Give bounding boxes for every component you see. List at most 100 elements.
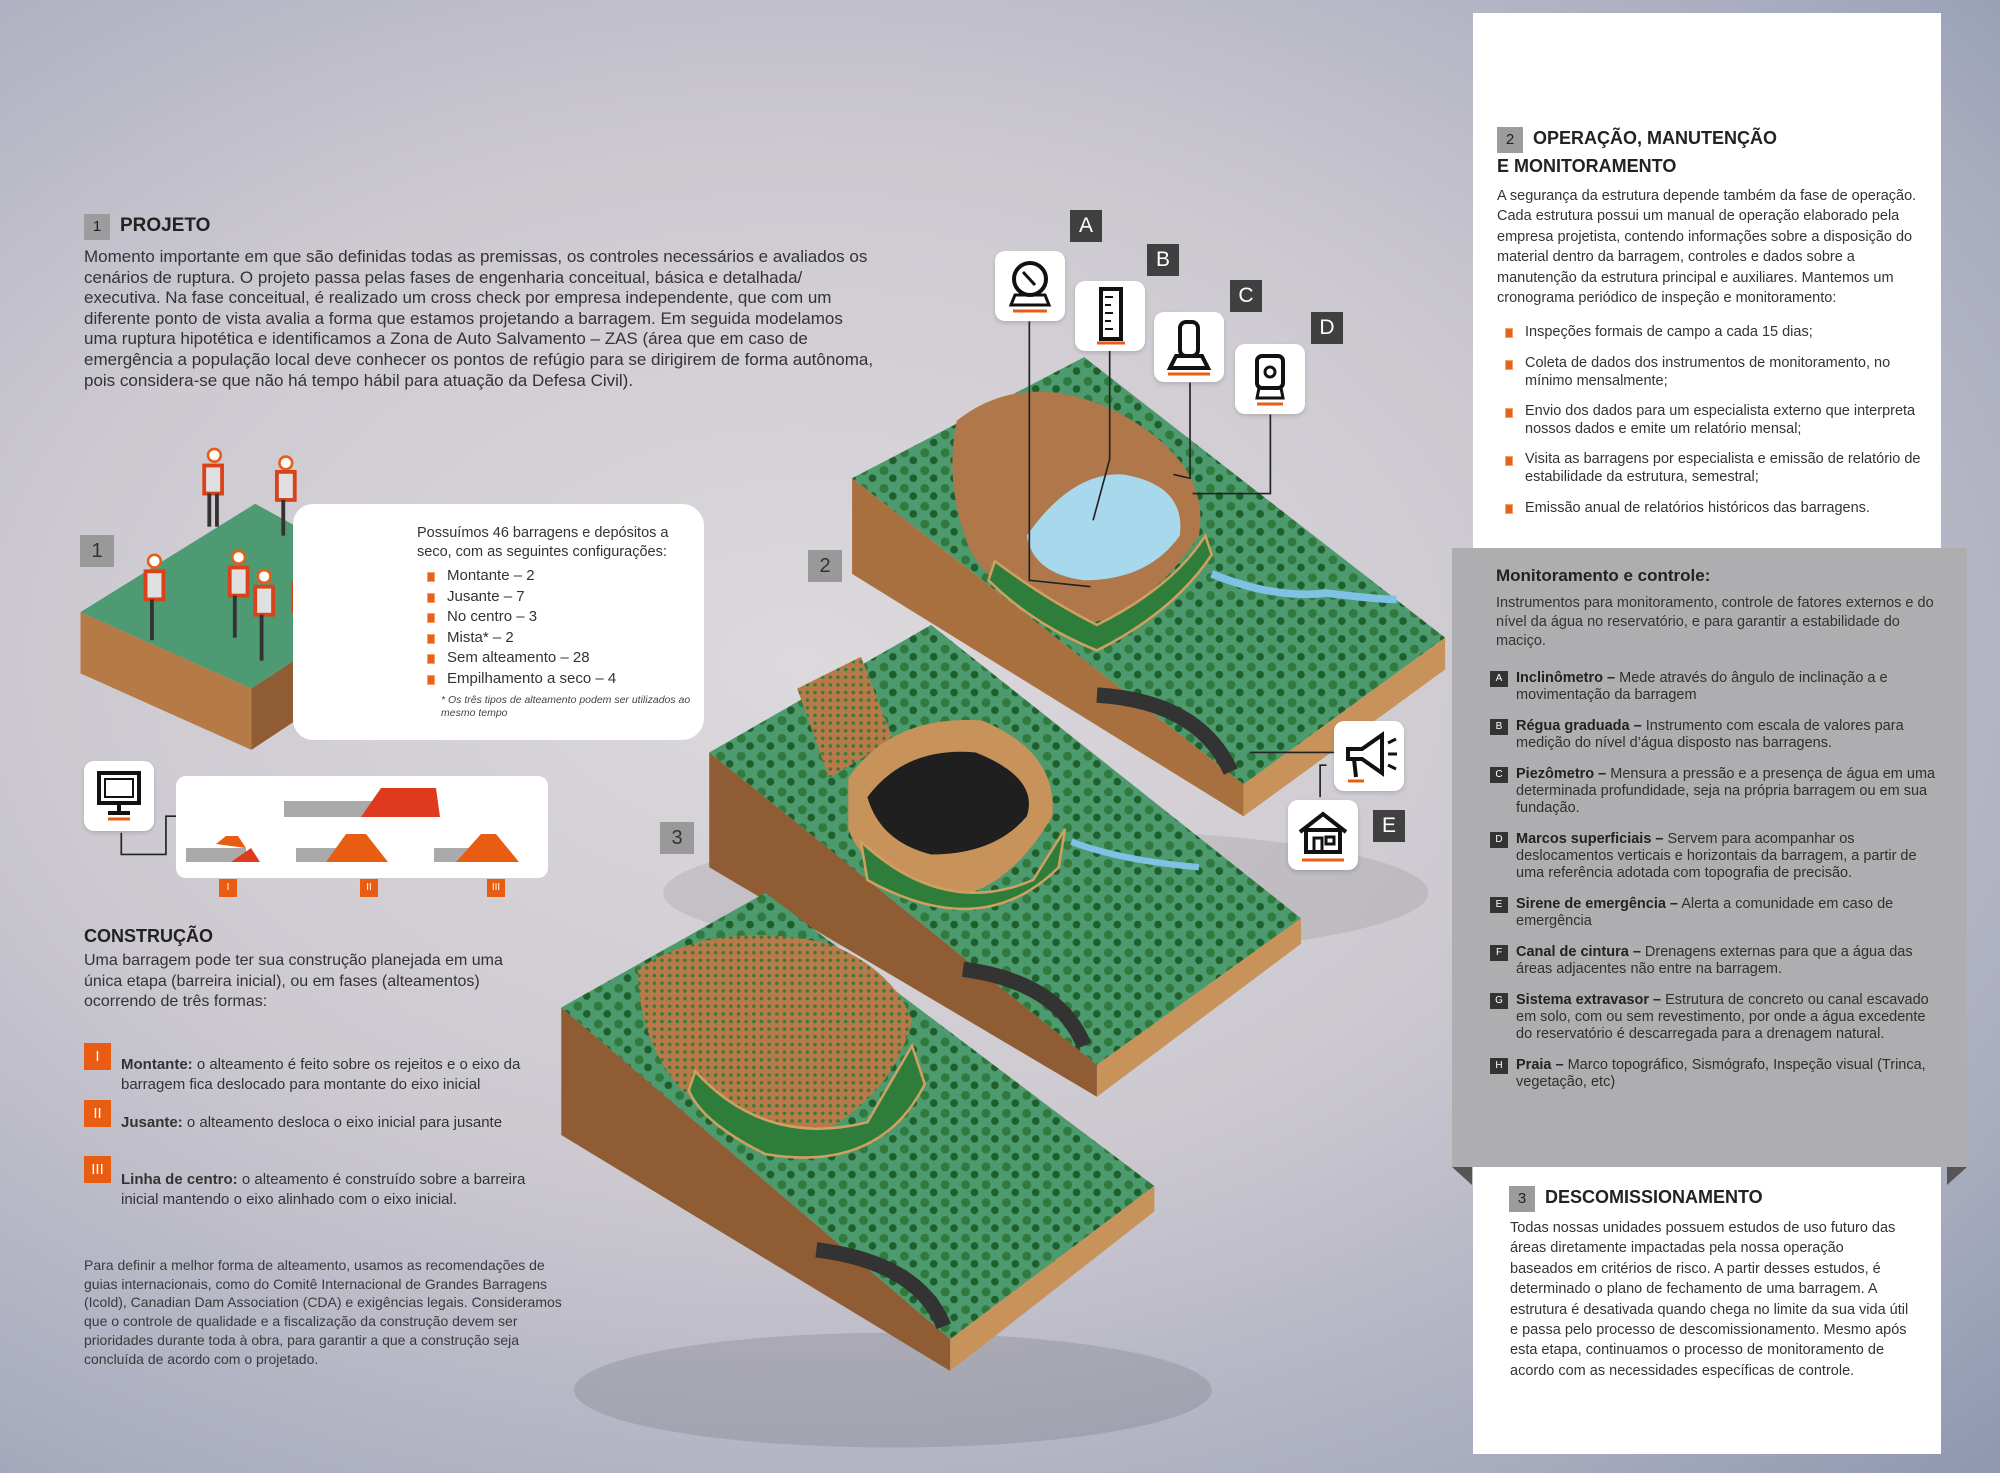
ruler-gauge-icon xyxy=(1075,281,1145,351)
construction-title: CONSTRUÇÃO xyxy=(84,926,213,946)
list-item: Empilhamento a seco – 4 xyxy=(419,669,616,690)
cross-section-label-ii: II xyxy=(360,879,378,897)
decommissioning-terrain-block xyxy=(561,892,1155,1371)
cross-section-card xyxy=(176,776,548,878)
section-operacao-body: A segurança da estrutura depende também … xyxy=(1497,188,1917,307)
computer-icon xyxy=(84,761,154,831)
instrument-item-e: E Sirene de emergência – Alerta a comunid… xyxy=(1490,896,1945,930)
list-item: Envio dos dados para um especialista ext… xyxy=(1497,402,1927,438)
list-item: Montante – 2 xyxy=(419,566,616,587)
method-name: Linha de centro: xyxy=(121,1171,238,1188)
instrument-name: Piezômetro – xyxy=(1516,766,1607,782)
stage-label-1: 1 xyxy=(80,535,114,567)
instrument-desc: Mensura a pressão e a presença de água e… xyxy=(1516,766,1936,816)
instrument-label-b: B xyxy=(1147,244,1179,276)
letter-badge: F xyxy=(1490,945,1508,961)
instrument-label-e: E xyxy=(1373,810,1405,842)
method-numeral-ii: II xyxy=(84,1100,111,1127)
instrument-desc: Alerta a comunidade em caso de emergênci… xyxy=(1516,896,1894,929)
instrument-name: Sistema extravasor – xyxy=(1516,992,1662,1008)
section-title-line2: E MONITORAMENTO xyxy=(1497,156,1677,176)
instrument-name: Canal de cintura – xyxy=(1516,944,1641,960)
section-number-badge: 1 xyxy=(84,214,110,240)
monitoring-panel: Monitoramento e controle: Instrumentos p… xyxy=(1452,548,1967,1167)
section-title: DESCOMISSIONAMENTO xyxy=(1545,1187,1763,1208)
method-jusante: Jusante: o alteamento desloca o eixo ini… xyxy=(121,1113,551,1133)
cross-section-label-iii: III xyxy=(487,879,505,897)
letter-badge: D xyxy=(1490,832,1508,848)
section-projeto-heading: 1 PROJETO xyxy=(84,214,210,240)
method-text: o alteamento desloca o eixo inicial para… xyxy=(182,1114,503,1131)
section-number-badge: 2 xyxy=(1497,127,1523,153)
instrument-item-g: G Sistema extravasor – Estrutura de concr… xyxy=(1490,992,1945,1043)
method-name: Montante: xyxy=(121,1056,193,1073)
letter-badge: C xyxy=(1490,767,1508,783)
panel-fold-right xyxy=(1947,1167,1967,1185)
instrument-desc: Drenagens externas para que a água das á… xyxy=(1516,944,1913,977)
method-text: o alteamento é construído sobre a barrei… xyxy=(121,1171,526,1208)
stage-label-2: 2 xyxy=(808,550,842,582)
monitoring-title: Monitoramento e controle: xyxy=(1496,566,1711,585)
dams-count-card: Possuímos 46 barragens e depósitos a sec… xyxy=(293,504,704,740)
list-item: Coleta de dados dos instrumentos de moni… xyxy=(1497,354,1927,390)
list-item: Emissão anual de relatórios históricos d… xyxy=(1497,498,1927,518)
section-operacao-heading: 2 OPERAÇÃO, MANUTENÇÃO E MONITORAMENTO xyxy=(1497,127,1927,177)
construction-terrain-block xyxy=(709,624,1301,1097)
list-item: Sem alteamento – 28 xyxy=(419,648,616,669)
list-item: Mista* – 2 xyxy=(419,628,616,649)
letter-badge: H xyxy=(1490,1058,1508,1074)
inspection-schedule-list: Inspeções formais de campo a cada 15 dia… xyxy=(1497,322,1927,519)
instrument-name: Praia – xyxy=(1516,1057,1564,1073)
survey-marker-icon xyxy=(1235,344,1305,414)
instrument-name: Inclinômetro – xyxy=(1516,670,1616,686)
monitoring-intro: Instrumentos para monitoramento, control… xyxy=(1496,595,1934,649)
instrument-desc: Instrumento com escala de valores para m… xyxy=(1516,718,1904,751)
dam-cross-section-diagram xyxy=(186,788,519,862)
instrument-desc: Marco topográfico, Sismógrafo, Inspeção … xyxy=(1516,1057,1926,1090)
section-title-line1: OPERAÇÃO, MANUTENÇÃO xyxy=(1533,128,1778,149)
section-descomissionamento-heading: 3 DESCOMISSIONAMENTO xyxy=(1509,1186,1763,1212)
section-projeto-body: Momento importante em que são definidas … xyxy=(84,247,874,390)
instrument-item-h: H Praia – Marco topográfico, Sismógrafo, … xyxy=(1490,1057,1945,1091)
method-text: o alteamento é feito sobre os rejeitos e… xyxy=(121,1056,521,1093)
letter-badge: E xyxy=(1490,897,1508,913)
instrument-label-c: C xyxy=(1230,280,1262,312)
dams-footnote: * Os três tipos de alteamento podem ser … xyxy=(441,694,691,719)
list-item: No centro – 3 xyxy=(419,607,616,628)
method-linha-de-centro: Linha de centro: o alteamento é construí… xyxy=(121,1170,561,1210)
instrument-name: Sirene de emergência – xyxy=(1516,896,1678,912)
section-number-badge: 3 xyxy=(1509,1186,1535,1212)
method-numeral-iii: III xyxy=(84,1156,111,1183)
list-item: Visita as barragens por especialista e e… xyxy=(1497,450,1927,486)
stage-label-3: 3 xyxy=(660,822,694,854)
method-numeral-i: I xyxy=(84,1043,111,1070)
list-item: Inspeções formais de campo a cada 15 dia… xyxy=(1497,322,1927,342)
operation-terrain-block xyxy=(852,357,1446,817)
letter-badge: G xyxy=(1490,993,1508,1009)
instrument-label-a: A xyxy=(1070,210,1102,242)
inclinometer-icon xyxy=(995,251,1065,321)
cross-section-label-i: I xyxy=(219,879,237,897)
construction-intro: Uma barragem pode ter sua construção pla… xyxy=(84,952,503,1010)
instrument-desc: Estrutura de concreto ou canal escavado … xyxy=(1516,992,1929,1042)
letter-badge: B xyxy=(1490,719,1508,735)
construction-footer: Para definir a melhor forma de alteament… xyxy=(84,1257,562,1367)
dams-config-list: Montante – 2 Jusante – 7 No centro – 3 M… xyxy=(419,566,616,689)
instrument-item-f: F Canal de cintura – Drenagens externas p… xyxy=(1490,944,1945,978)
section-title: PROJETO xyxy=(120,215,211,237)
siren-icon xyxy=(1334,721,1404,791)
instrument-name: Régua graduada – xyxy=(1516,718,1642,734)
panel-fold-left xyxy=(1452,1167,1472,1185)
instrument-item-b: B Régua graduada – Instrumento com escala… xyxy=(1490,718,1945,752)
section-descomissionamento-body: Todas nossas unidades possuem estudos de… xyxy=(1510,1220,1909,1379)
dams-intro: Possuímos 46 barragens e depósitos a sec… xyxy=(417,525,669,560)
instrument-item-c: C Piezômetro – Mensura a pressão e a pres… xyxy=(1490,766,1945,817)
method-montante: Montante: o alteamento é feito sobre os … xyxy=(121,1055,551,1095)
list-item: Jusante – 7 xyxy=(419,587,616,608)
instrument-desc: Servem para acompanhar os deslocamentos … xyxy=(1516,831,1917,881)
piezometer-icon xyxy=(1154,312,1224,382)
